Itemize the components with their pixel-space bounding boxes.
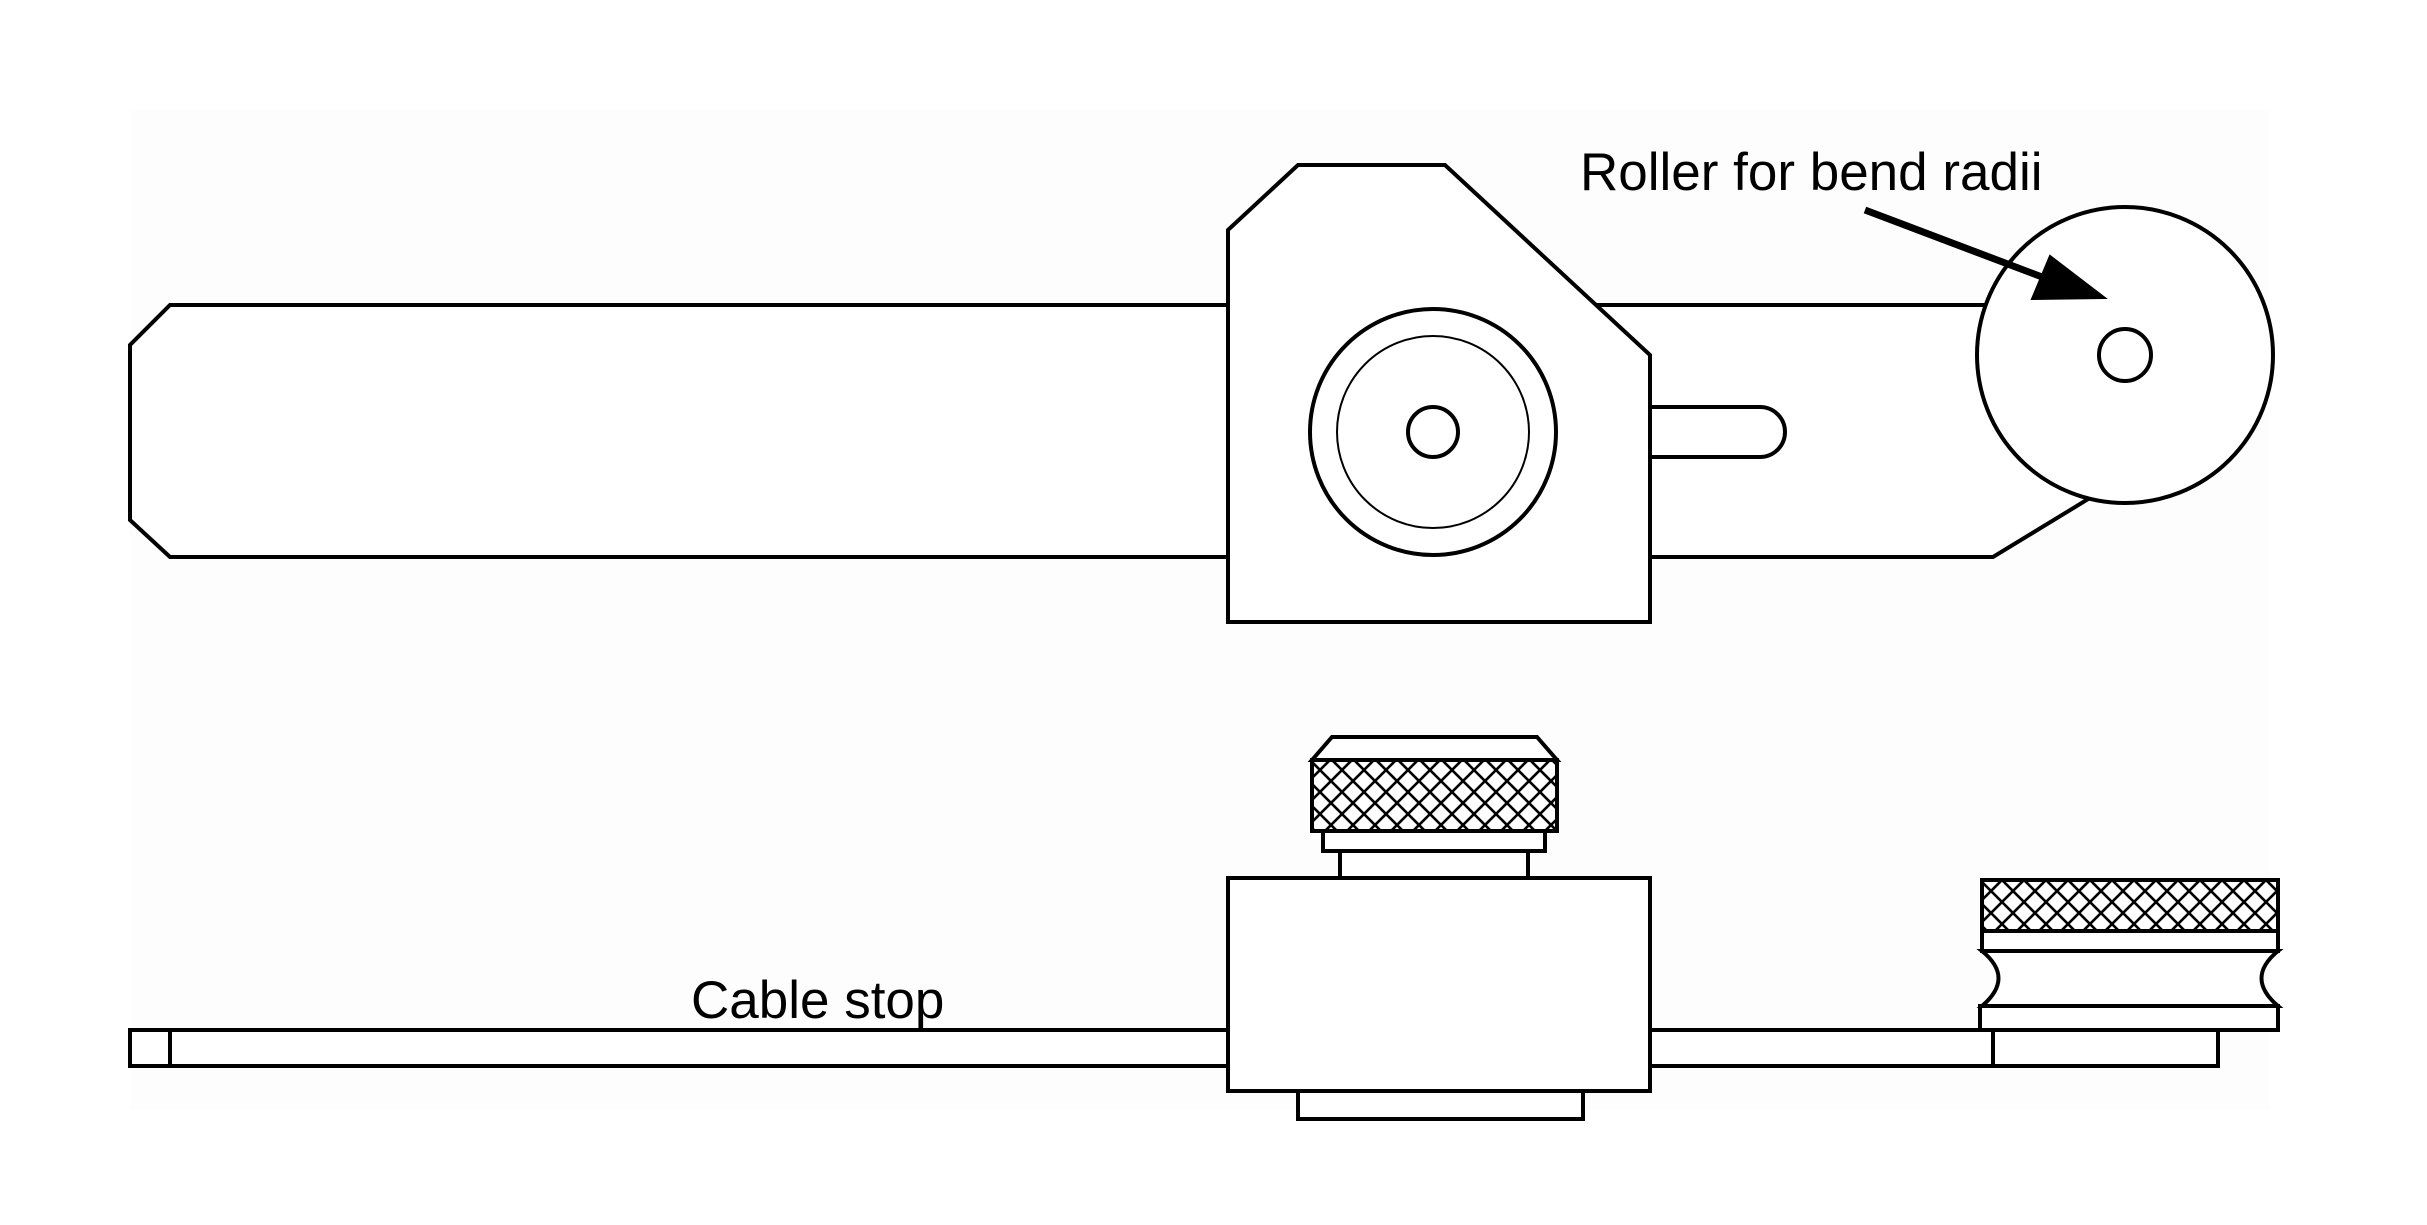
slider-knob-collar [1321, 829, 1547, 853]
top-view-bar [128, 303, 2106, 559]
cable-stop-label: Cable stop [691, 971, 945, 1030]
roller-hole [2097, 327, 2153, 383]
side-view-bar [128, 1028, 2220, 1068]
adjustment-slot [1643, 405, 1787, 459]
slider-knob-knurl [1310, 758, 1559, 833]
roller-groove [1976, 949, 2284, 1008]
callout-arrow-line [1863, 206, 2052, 284]
roller-knurl [1980, 878, 2280, 933]
slider-knob-cap [1307, 735, 1562, 762]
slider-knob-neck [1338, 849, 1530, 880]
roller-label: Roller for bend radii [1580, 143, 2043, 202]
roller-base-plate [1978, 1004, 2280, 1032]
slider-block-side [1226, 876, 1652, 1093]
slider-knob-hole [1406, 405, 1460, 459]
drawing-panel [130, 110, 2270, 1110]
callout-arrowhead [2030, 254, 2108, 301]
roller-collar [1980, 929, 2280, 953]
slider-bottom-plate [1296, 1089, 1585, 1121]
